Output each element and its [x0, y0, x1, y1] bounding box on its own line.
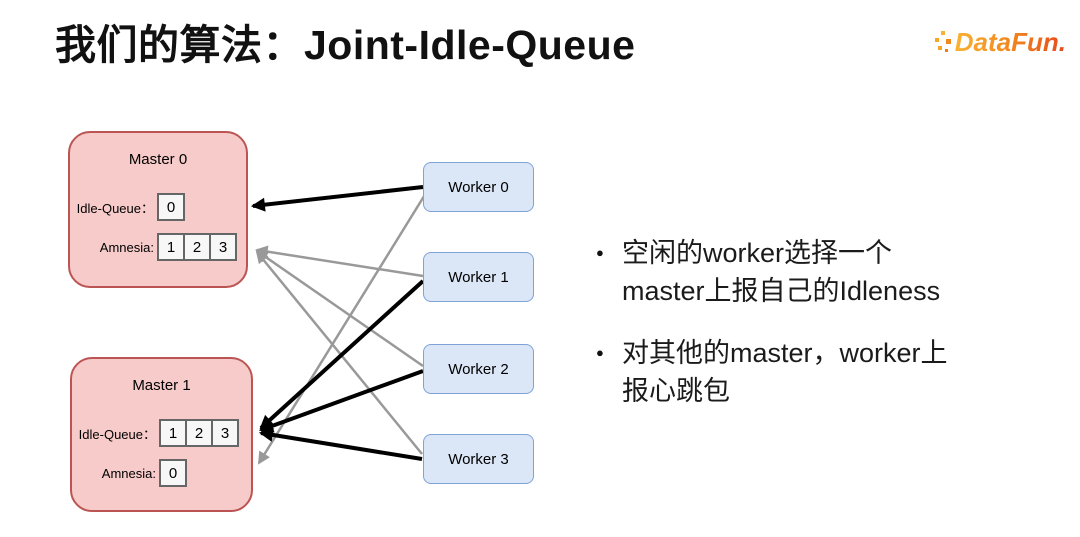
- amnesia-cell: 3: [209, 233, 237, 261]
- bullet-1-line-2: master上报自己的Idleness: [622, 276, 941, 306]
- bullet-2-line-1: 对其他的master，worker上: [622, 338, 948, 368]
- master-0-idle-queue-label: Idle-Queue：: [76, 200, 154, 216]
- amnesia-cell: 1: [157, 233, 185, 261]
- master-0-idle-queue-cells: 0: [157, 193, 185, 221]
- master-1-amnesia-label: Amnesia:: [101, 465, 156, 481]
- master-1-box: Master 1 Idle-Queue： 1 2 3 Amnesia: 0: [70, 357, 253, 512]
- edge-heartbeat-w2-m0: [255, 249, 424, 368]
- idle-queue-cell: 0: [157, 193, 185, 221]
- bullet-dot: ●: [596, 245, 604, 260]
- master-1-amnesia-row: Amnesia: 0: [72, 457, 251, 489]
- master-1-amnesia-cells: 0: [159, 459, 187, 487]
- master-0-amnesia-row: Amnesia: 1 2 3: [70, 231, 246, 263]
- worker-2-box: Worker 2: [423, 344, 534, 394]
- bullet-item-1: ● 空闲的worker选择一个 master上报自己的Idleness: [596, 234, 1036, 310]
- edge-idleness-w0-m0: [250, 185, 424, 212]
- worker-1-box: Worker 1: [423, 252, 534, 302]
- idle-queue-cell: 1: [159, 419, 187, 447]
- bullet-dot: ●: [596, 345, 604, 360]
- master-1-idle-queue-row: Idle-Queue： 1 2 3: [72, 417, 251, 449]
- edge-heartbeat-w3-m0: [255, 250, 423, 455]
- master-0-idle-queue-row: Idle-Queue： 0: [70, 191, 246, 223]
- edge-idleness-w1-m1: [259, 279, 425, 430]
- idle-queue-cell: 3: [211, 419, 239, 447]
- worker-3-box: Worker 3: [423, 434, 534, 484]
- amnesia-cell: 0: [159, 459, 187, 487]
- logo-wordmark: DataFun.: [954, 26, 1066, 57]
- bullet-1-line-1: 空闲的worker选择一个: [622, 238, 893, 268]
- edge-idleness-w2-m1: [259, 369, 424, 433]
- edge-heartbeat-w1-m0: [255, 245, 424, 278]
- edge-heartbeat-w0-m1: [257, 192, 428, 465]
- master-0-amnesia-cells: 1 2 3: [157, 233, 237, 261]
- page-title: 我们的算法：Joint-Idle-Queue: [55, 22, 636, 68]
- bullet-item-2: ● 对其他的master，worker上 报心跳包: [596, 334, 1036, 410]
- edge-idleness-w3-m1: [258, 427, 423, 461]
- master-1-title: Master 1: [132, 377, 191, 394]
- bullet-2-line-2: 报心跳包: [622, 376, 730, 406]
- bullet-1-text: 空闲的worker选择一个 master上报自己的Idleness: [622, 234, 940, 310]
- bullet-list: ● 空闲的worker选择一个 master上报自己的Idleness ● 对其…: [596, 234, 1036, 434]
- master-1-idle-queue-cells: 1 2 3: [159, 419, 239, 447]
- logo-pixel-icon: [934, 26, 954, 58]
- master-0-amnesia-label: Amnesia:: [99, 239, 154, 255]
- datafun-logo: DataFun.: [934, 24, 1066, 60]
- master-1-idle-queue-label: Idle-Queue：: [78, 426, 156, 442]
- master-0-box: Master 0 Idle-Queue： 0 Amnesia: 1 2 3: [68, 131, 248, 288]
- worker-0-box: Worker 0: [423, 162, 534, 212]
- amnesia-cell: 2: [183, 233, 211, 261]
- idle-queue-cell: 2: [185, 419, 213, 447]
- bullet-2-text: 对其他的master，worker上 报心跳包: [622, 334, 948, 410]
- master-0-title: Master 0: [128, 151, 188, 168]
